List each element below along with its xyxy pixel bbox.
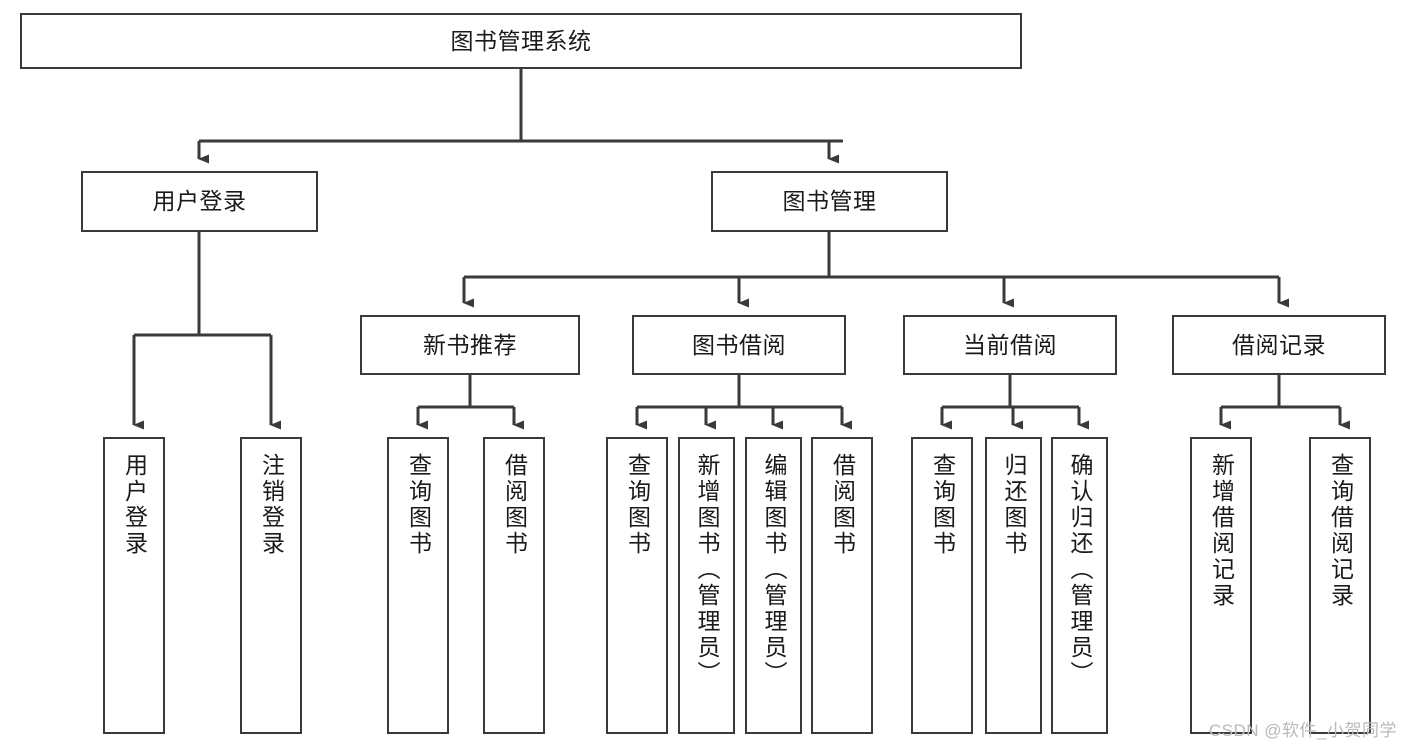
- node-leaf-logout-login-label: 注销登录: [258, 453, 285, 557]
- node-leaf-query-book-2[interactable]: 查询图书: [606, 437, 668, 734]
- node-leaf-borrow-book-2[interactable]: 借阅图书: [811, 437, 873, 734]
- node-leaf-add-borrow-record-label: 新增借阅记录: [1208, 453, 1235, 609]
- node-leaf-edit-book-admin[interactable]: 编辑图书（管理员）: [745, 437, 802, 734]
- node-leaf-borrow-book-2-label: 借阅图书: [829, 453, 856, 557]
- node-current-borrow[interactable]: 当前借阅: [903, 315, 1117, 375]
- node-borrow-record-label: 借阅记录: [1232, 331, 1326, 358]
- node-leaf-query-book-3-label: 查询图书: [929, 453, 956, 557]
- node-leaf-query-book-1-label: 查询图书: [405, 453, 432, 557]
- node-leaf-confirm-return-admin[interactable]: 确认归还（管理员）: [1051, 437, 1108, 734]
- node-leaf-add-borrow-record[interactable]: 新增借阅记录: [1190, 437, 1252, 734]
- node-leaf-query-borrow-record[interactable]: 查询借阅记录: [1309, 437, 1371, 734]
- node-leaf-borrow-book-1[interactable]: 借阅图书: [483, 437, 545, 734]
- node-leaf-add-book-admin-label: 新增图书（管理员）: [694, 453, 720, 687]
- node-leaf-logout-login[interactable]: 注销登录: [240, 437, 302, 734]
- node-leaf-borrow-book-1-label: 借阅图书: [501, 453, 528, 557]
- node-leaf-edit-book-admin-label: 编辑图书（管理员）: [761, 453, 787, 687]
- node-book-manage[interactable]: 图书管理: [711, 171, 948, 232]
- node-leaf-query-book-3[interactable]: 查询图书: [911, 437, 973, 734]
- node-leaf-return-book[interactable]: 归还图书: [985, 437, 1042, 734]
- node-book-borrow-label: 图书借阅: [692, 331, 786, 358]
- node-leaf-query-book-1[interactable]: 查询图书: [387, 437, 449, 734]
- node-leaf-add-book-admin[interactable]: 新增图书（管理员）: [678, 437, 735, 734]
- node-new-book-recommend-label: 新书推荐: [423, 331, 517, 358]
- node-leaf-return-book-label: 归还图书: [1001, 453, 1027, 557]
- node-leaf-query-book-2-label: 查询图书: [624, 453, 651, 557]
- node-user-login[interactable]: 用户登录: [81, 171, 318, 232]
- node-borrow-record[interactable]: 借阅记录: [1172, 315, 1386, 375]
- csdn-watermark: CSDN @软件_小贺同学: [1208, 721, 1397, 740]
- node-root-label: 图书管理系统: [450, 27, 592, 54]
- node-leaf-user-login[interactable]: 用户登录: [103, 437, 165, 734]
- node-leaf-query-borrow-record-label: 查询借阅记录: [1327, 453, 1354, 609]
- node-book-manage-label: 图书管理: [782, 188, 877, 215]
- node-current-borrow-label: 当前借阅: [963, 331, 1057, 358]
- node-leaf-user-login-label: 用户登录: [121, 453, 148, 557]
- node-root[interactable]: 图书管理系统: [20, 13, 1022, 69]
- node-new-book-recommend[interactable]: 新书推荐: [360, 315, 580, 375]
- node-user-login-label: 用户登录: [152, 188, 247, 215]
- node-book-borrow[interactable]: 图书借阅: [632, 315, 846, 375]
- node-leaf-confirm-return-admin-label: 确认归还（管理员）: [1067, 453, 1093, 687]
